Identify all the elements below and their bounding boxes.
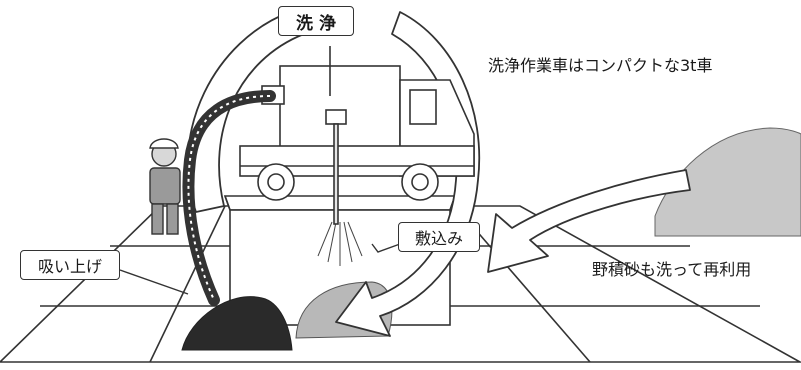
suction-hose-rings: [187, 95, 271, 301]
callout-leaders: [119, 243, 401, 295]
spray-lines: [317, 221, 363, 266]
truck: [239, 46, 475, 225]
return-arrow: [487, 169, 691, 273]
reuse-caption: 野積砂も洗って再利用: [592, 260, 752, 279]
worker: [149, 138, 181, 235]
wash-label: 洗 浄: [278, 6, 354, 36]
truck-caption: 洗浄作業車はコンパクトな3t車: [488, 56, 713, 75]
dark-sand-pile: [181, 296, 293, 351]
suction-label: 吸い上げ: [20, 250, 120, 280]
spread-label: 敷込み: [398, 222, 480, 252]
